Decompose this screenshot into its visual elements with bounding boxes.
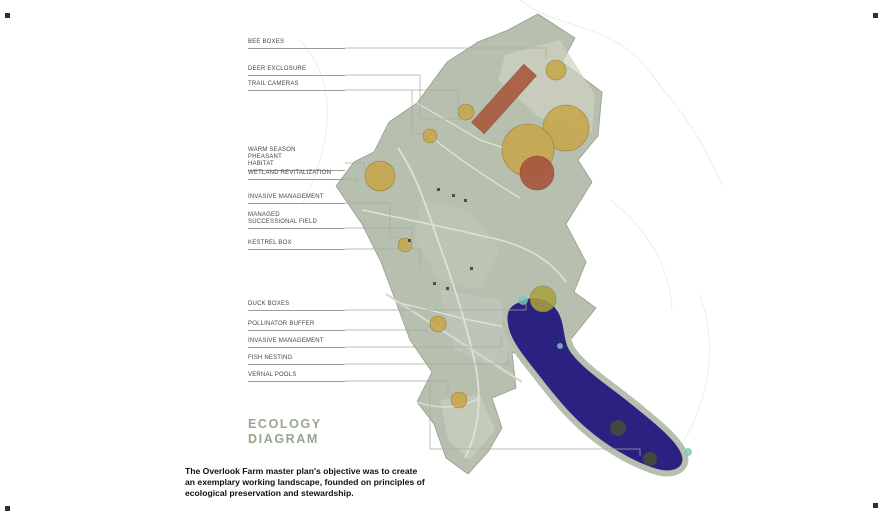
label-text: WETLAND REVITALIZATION (248, 170, 332, 176)
label-text: MANAGED SUCCESSIONAL FIELD (248, 212, 318, 225)
label-successional-field: MANAGED SUCCESSIONAL FIELD (248, 212, 345, 229)
leader-trail-cameras-2 (412, 89, 459, 113)
label-text: FISH NESTING (248, 355, 293, 361)
diagram-title: ECOLOGY DIAGRAM (248, 417, 322, 447)
leader-fish-nesting (345, 352, 509, 365)
diagram-title-line2: DIAGRAM (248, 432, 319, 446)
label-pollinator-buffer: POLLINATOR BUFFER (248, 321, 345, 331)
duck-box-circle (529, 285, 557, 313)
leader-successional-field (345, 227, 413, 250)
label-text: INVASIVE MANAGEMENT (248, 194, 324, 200)
label-text: VERNAL POOLS (248, 372, 297, 378)
leader-invasive-bottom (345, 336, 502, 348)
label-text: TRAIL CAMERAS (248, 81, 299, 87)
wetland-accents (518, 295, 692, 456)
leader-lines (345, 47, 641, 456)
label-text: INVASIVE MANAGEMENT (248, 338, 324, 344)
habitat-circle (542, 104, 590, 152)
label-invasive-management-bottom: INVASIVE MANAGEMENT (248, 338, 345, 348)
farm-road (385, 293, 523, 383)
caption-line: The Overlook Farm master plan's objectiv… (185, 466, 418, 476)
leader-invasive-top (345, 202, 397, 238)
leader-wetland-revitalization (345, 178, 357, 186)
pond (507, 298, 683, 471)
leader-kestrel-box (345, 248, 421, 268)
vernal-pool-circle (643, 452, 657, 466)
farm-buildings (408, 188, 473, 290)
label-text: DUCK BOXES (248, 301, 290, 307)
label-text: BEE BOXES (248, 39, 285, 45)
leader-trail-cameras-1 (345, 89, 421, 135)
caption-line: ecological preservation and stewardship. (185, 487, 354, 498)
label-text: POLLINATOR BUFFER (248, 321, 315, 327)
leader-bee-boxes (345, 47, 547, 59)
leader-duck-boxes (345, 302, 527, 311)
label-fish-nesting: FISH NESTING (248, 355, 345, 365)
label-text: WARM SEASON PHEASANT HABITAT (248, 147, 296, 167)
vernal-pool-circle (610, 420, 626, 436)
crop-mark-bottom-right (873, 503, 878, 508)
leader-vernal-pools-2 (429, 381, 641, 456)
caption-line: an exemplary working landscape, founded … (185, 476, 425, 487)
invasive-management-circle (519, 155, 555, 191)
crop-mark-top-left (5, 13, 10, 18)
diagram-title-line1: ECOLOGY (248, 417, 322, 431)
label-vernal-pools: VERNAL POOLS (248, 372, 345, 382)
habitat-circle (545, 59, 567, 81)
label-pheasant-habitat: WARM SEASON PHEASANT HABITAT (248, 147, 345, 171)
label-deer-exclosure: DEER EXCLOSURE (248, 66, 345, 76)
habitat-circle (457, 103, 475, 121)
label-trail-cameras: TRAIL CAMERAS (248, 81, 345, 91)
label-wetland-revitalization: WETLAND REVITALIZATION (248, 170, 345, 180)
habitat-circle (364, 160, 396, 192)
crop-mark-top-right (873, 13, 878, 18)
label-invasive-management-top: INVASIVE MANAGEMENT (248, 194, 345, 204)
crop-mark-bottom-left (5, 506, 10, 511)
label-kestrel-box: KESTREL BOX (248, 240, 345, 250)
label-text: DEER EXCLOSURE (248, 66, 307, 72)
trails (361, 135, 567, 459)
label-bee-boxes: BEE BOXES (248, 39, 345, 49)
habitat-circle (422, 128, 438, 144)
label-duck-boxes: DUCK BOXES (248, 301, 345, 311)
label-text: KESTREL BOX (248, 240, 292, 246)
leader-deer-exclosure (345, 74, 468, 120)
leader-pheasant-habitat (345, 162, 365, 170)
leader-vernal-pools-1 (345, 380, 449, 394)
caption: The Overlook Farm master plan's objectiv… (185, 466, 445, 498)
habitat-circle (450, 391, 468, 409)
habitat-circle (429, 315, 447, 333)
deer-exclosure-field (471, 63, 537, 135)
